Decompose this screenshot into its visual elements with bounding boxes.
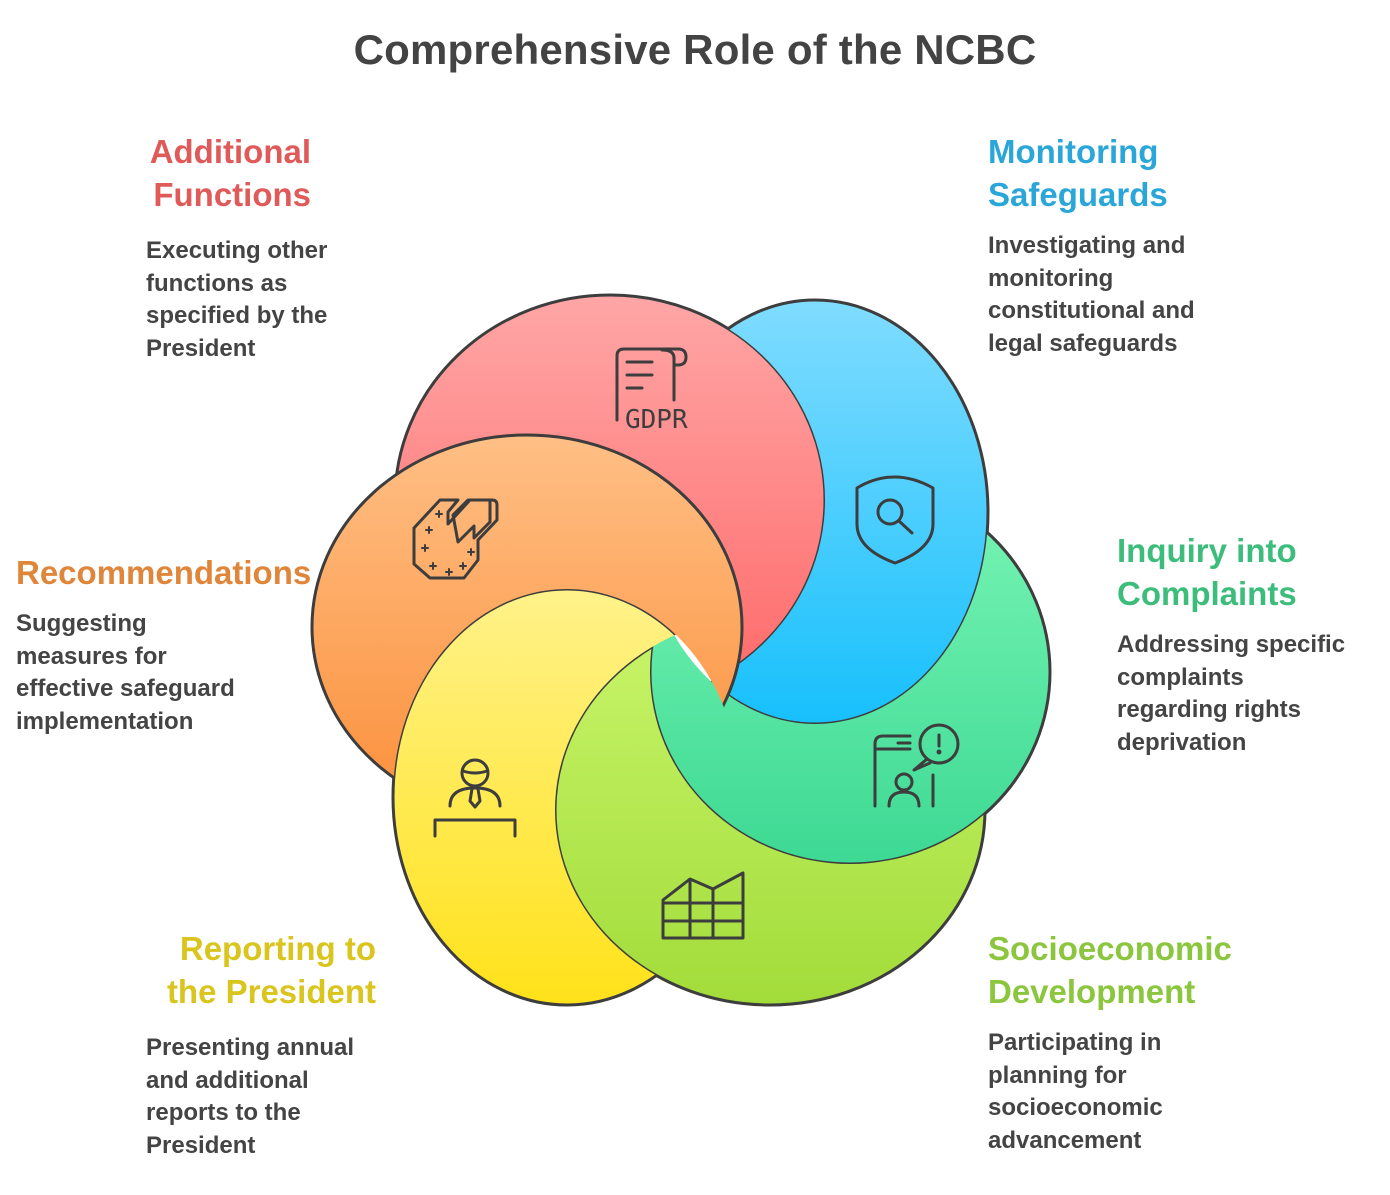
block-socioeconomic-development: Socioeconomic Development Participating … <box>988 927 1318 1157</box>
heading-recommendations: Recommendations <box>16 551 336 594</box>
description-line: specified by the <box>146 302 328 329</box>
description-line: regarding rights <box>1117 696 1302 723</box>
heading-line: Functions <box>153 176 311 213</box>
presenter-icon <box>433 758 517 838</box>
heading-inquiry-complaints: Inquiry into Complaints <box>1117 529 1387 615</box>
description-line: President <box>146 1131 256 1159</box>
description-line: Executing other <box>146 237 328 264</box>
page-title: Comprehensive Role of the NCBC <box>353 26 1037 73</box>
desc-reporting-president: Presenting annual and additional reports… <box>146 1018 406 1162</box>
heading-line: Socioeconomic <box>988 930 1232 967</box>
complaint-alert-icon <box>873 723 960 808</box>
description-line: deprivation <box>1117 728 1247 756</box>
description-line: constitutional and <box>988 297 1195 324</box>
gdpr-document-icon: GDPR <box>615 347 688 435</box>
heading-line: Safeguards <box>988 176 1168 213</box>
block-recommendations: Recommendations Suggesting measures for … <box>16 551 336 738</box>
heading-socioeconomic-development: Socioeconomic Development <box>988 927 1318 1013</box>
description-line: Participating in <box>988 1029 1162 1056</box>
block-reporting-president: Reporting to the President <box>146 927 376 1013</box>
description-line: advancement <box>988 1126 1142 1154</box>
block-inquiry-complaints: Inquiry into Complaints Addressing speci… <box>1117 529 1387 759</box>
heading-additional-functions: Additional Functions <box>146 130 311 216</box>
description-line: legal safeguards <box>988 329 1178 357</box>
heading-reporting-president: Reporting to the President <box>146 927 376 1013</box>
desc-monitoring-safeguards: Investigating and monitoring constitutio… <box>988 230 1318 360</box>
svg-text:GDPR: GDPR <box>625 405 688 435</box>
desc-additional-functions: Executing other functions as specified b… <box>146 221 406 365</box>
description-line: President <box>146 334 256 362</box>
description-line: socioeconomic <box>988 1094 1163 1121</box>
shield-search-icon <box>855 475 935 565</box>
heading-line: Additional <box>149 133 311 170</box>
direction-sign-icon <box>412 498 499 580</box>
desc-socioeconomic-development: Participating in planning for socioecono… <box>988 1027 1318 1157</box>
description-line: effective safeguard <box>16 675 235 702</box>
growth-chart-icon <box>661 871 745 940</box>
description-line: Investigating and <box>988 232 1186 259</box>
description-line: Suggesting <box>16 610 147 637</box>
description-line: monitoring <box>988 264 1114 292</box>
description-line: and additional <box>146 1066 309 1094</box>
heading-line: Development <box>988 973 1196 1010</box>
description-line: planning for <box>988 1061 1127 1089</box>
description-line: complaints <box>1117 663 1244 691</box>
desc-inquiry-complaints: Addressing specific complaints regarding… <box>1117 629 1387 759</box>
description-line: implementation <box>16 707 194 735</box>
description-line: reports to the <box>146 1099 301 1126</box>
segment-recommendations <box>310 433 744 821</box>
heading-line: Inquiry into <box>1117 532 1297 569</box>
description-line: measures for <box>16 642 167 670</box>
heading-monitoring-safeguards: Monitoring Safeguards <box>988 130 1318 216</box>
block-additional-functions: Additional Functions <box>146 130 311 216</box>
desc-recommendations: Suggesting measures for effective safegu… <box>16 608 336 738</box>
description-line: Addressing specific <box>1117 631 1346 658</box>
heading-line: Recommendations <box>16 554 312 591</box>
description-line: Presenting annual <box>146 1034 355 1061</box>
heading-line: the President <box>166 973 376 1010</box>
heading-line: Complaints <box>1117 575 1297 612</box>
block-monitoring-safeguards: Monitoring Safeguards Investigating and … <box>988 130 1318 360</box>
heading-line: Monitoring <box>988 133 1159 170</box>
heading-line: Reporting to <box>179 930 376 967</box>
description-line: functions as <box>146 269 288 297</box>
